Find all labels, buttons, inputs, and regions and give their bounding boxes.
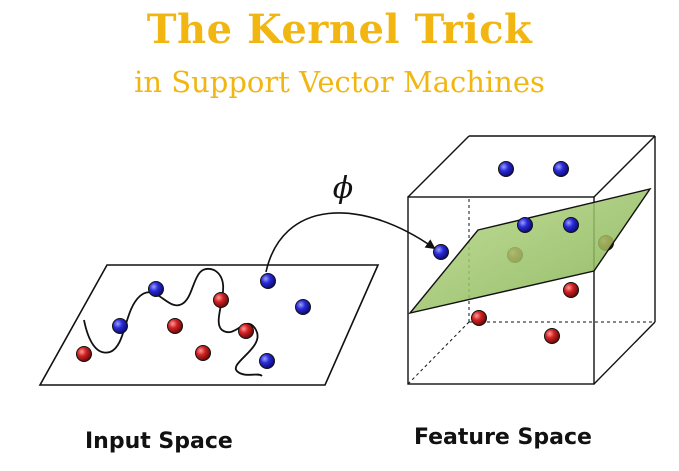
input-red-point [167,318,183,334]
input-space-label: Input Space [85,429,233,454]
input-red-point [76,346,92,362]
input-blue-point [259,353,275,369]
input-blue-point [112,318,128,334]
feature-red-point [563,282,579,298]
input-blue-point [148,281,164,297]
feature-blue-point [517,217,533,233]
mapping-arrow [265,212,436,273]
feature-red-point [471,310,487,326]
feature-blue-point [433,244,449,260]
input-red-point [213,292,229,308]
feature-blue-point [553,161,569,177]
phi-symbol: ϕ [333,171,353,206]
input-red-point [238,323,254,339]
input-blue-point [260,273,276,289]
feature-blue-point [498,161,514,177]
nonlinear-decision-boundary [83,267,263,377]
feature-blue-points-upper [498,161,569,177]
feature-space-label: Feature Space [414,425,592,450]
input-red-points [76,292,254,362]
feature-space-cube [407,135,656,385]
input-blue-point [295,299,311,315]
diagram-title: The Kernel Trick [146,6,533,53]
input-blue-points [112,273,311,369]
feature-blue-points-on-plane [433,217,579,260]
input-space-plane [38,264,380,386]
input-red-point [195,345,211,361]
feature-blue-point [563,217,579,233]
separating-hyperplane [408,187,652,315]
feature-red-points-lower [471,282,579,344]
diagram-subtitle: in Support Vector Machines [134,65,545,99]
feature-red-point [544,328,560,344]
